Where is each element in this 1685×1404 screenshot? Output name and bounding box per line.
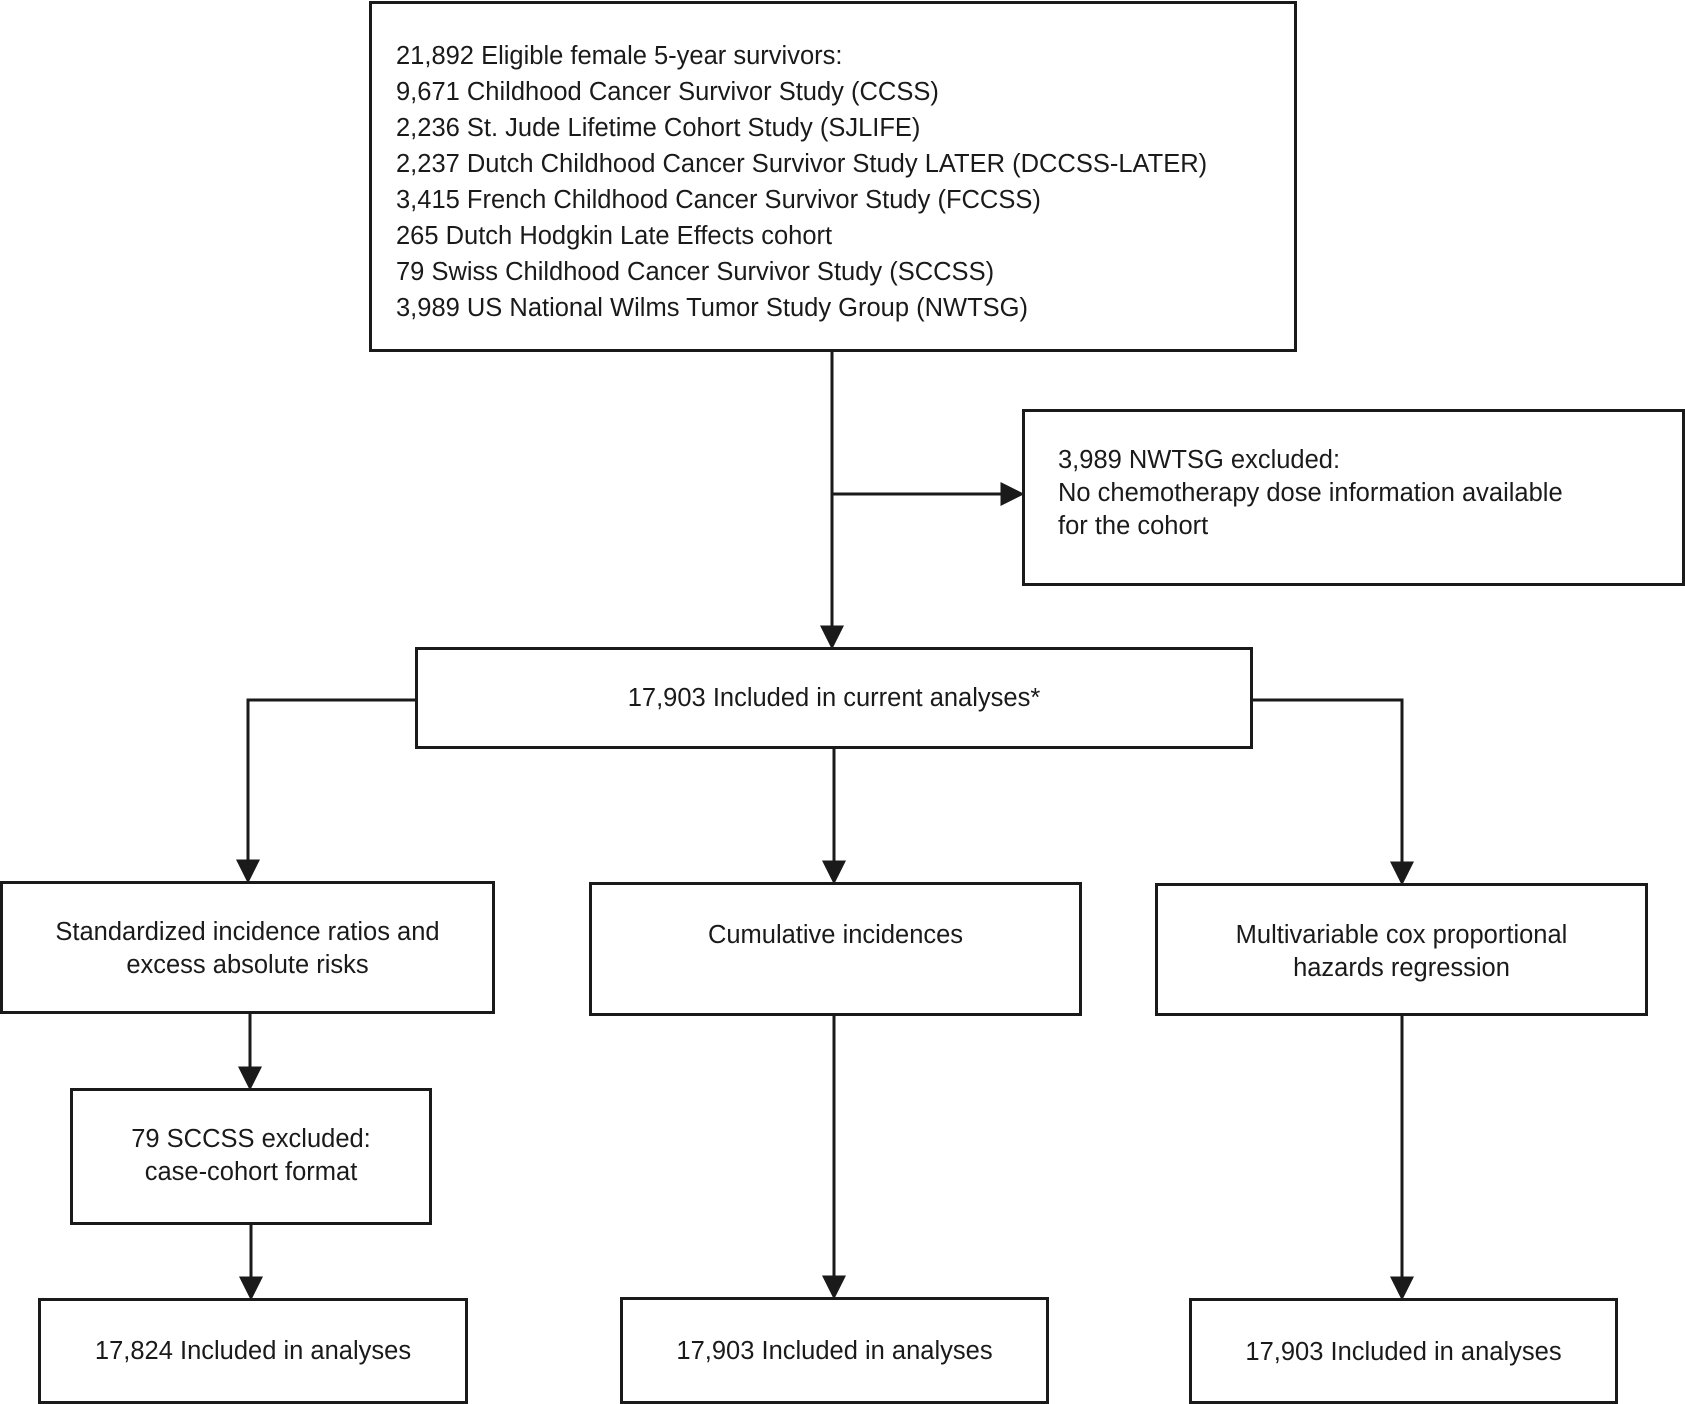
- cohort-dutch-hodgkin: 265 Dutch Hodgkin Late Effects cohort: [396, 222, 833, 250]
- sccss-excluded-count: 79 SCCSS excluded:: [131, 1125, 371, 1153]
- sir-result-box: 17,824 Included in analyses: [38, 1298, 468, 1404]
- sir-analysis-label-cont: excess absolute risks: [126, 951, 369, 979]
- cox-regression-box: Multivariable cox proportional hazards r…: [1155, 883, 1648, 1016]
- sccss-exclusion-reason: case-cohort format: [144, 1158, 358, 1186]
- cohort-fccss: 3,415 French Childhood Cancer Survivor S…: [396, 186, 1041, 214]
- sccss-exclusion-box: 79 SCCSS excluded: case-cohort format: [70, 1088, 432, 1225]
- cox-result-box: 17,903 Included in analyses: [1189, 1298, 1618, 1404]
- nwtsg-exclusion-reason-cont: for the cohort: [1058, 512, 1209, 540]
- included-current-label: 17,903 Included in current analyses*: [627, 684, 1041, 712]
- connector-to-sir: [236, 698, 415, 884]
- cohort-sjlife: 2,236 St. Jude Lifetime Cohort Study (SJ…: [396, 114, 921, 142]
- cox-regression-label-cont: hazards regression: [1293, 954, 1510, 982]
- connector-to-cox: [1253, 698, 1414, 886]
- cox-result-label: 17,903 Included in analyses: [1245, 1338, 1562, 1366]
- eligible-survivors-box: 21,892 Eligible female 5-year survivors:…: [369, 1, 1297, 352]
- cumulative-result-box: 17,903 Included in analyses: [620, 1297, 1049, 1404]
- nwtsg-excluded-count: 3,989 NWTSG excluded:: [1058, 446, 1341, 474]
- cohort-dccss-later: 2,237 Dutch Childhood Cancer Survivor St…: [396, 150, 1208, 178]
- cohort-nwtsg: 3,989 US National Wilms Tumor Study Grou…: [396, 294, 1029, 322]
- cumulative-incidence-box: Cumulative incidences: [589, 882, 1082, 1016]
- nwtsg-exclusion-box: 3,989 NWTSG excluded: No chemotherapy do…: [1022, 409, 1685, 586]
- included-current-analyses-box: 17,903 Included in current analyses*: [415, 647, 1253, 749]
- sir-result-label: 17,824 Included in analyses: [94, 1337, 412, 1365]
- sir-analysis-label: Standardized incidence ratios and: [55, 918, 440, 946]
- cox-regression-label: Multivariable cox proportional: [1235, 921, 1568, 949]
- cohort-sccss: 79 Swiss Childhood Cancer Survivor Study…: [396, 258, 995, 286]
- sir-analysis-box: Standardized incidence ratios and excess…: [0, 881, 495, 1014]
- cumulative-incidence-label: Cumulative incidences: [707, 921, 964, 949]
- nwtsg-exclusion-reason: No chemotherapy dose information availab…: [1058, 479, 1563, 507]
- eligible-total: 21,892 Eligible female 5-year survivors:: [396, 42, 843, 70]
- cohort-ccss: 9,671 Childhood Cancer Survivor Study (C…: [396, 78, 939, 106]
- cumulative-result-label: 17,903 Included in analyses: [676, 1337, 993, 1365]
